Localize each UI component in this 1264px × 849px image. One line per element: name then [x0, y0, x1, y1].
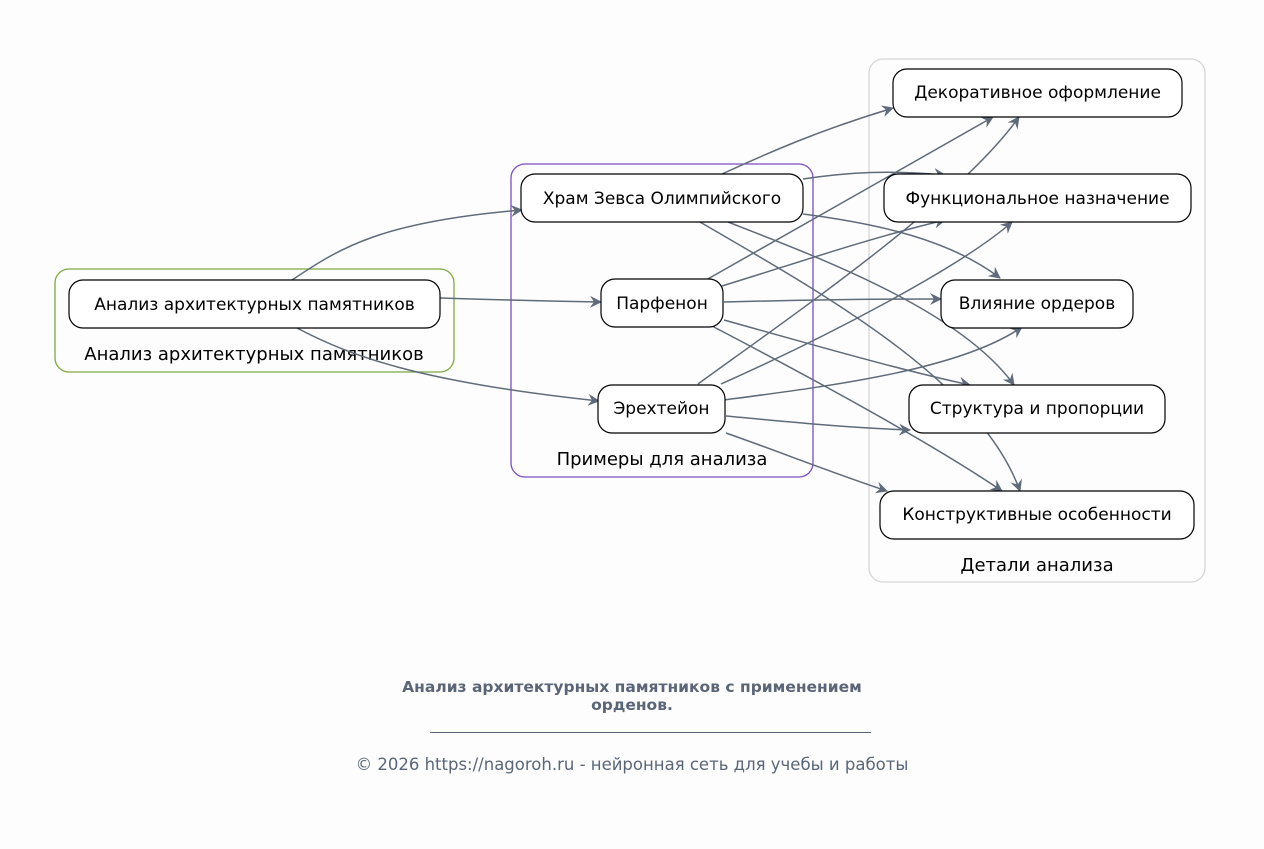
- cluster-details-label: Детали анализа: [960, 555, 1113, 576]
- node-orders[interactable]: Влияние ордеров: [940, 279, 1134, 329]
- edge-zeus-decor: [721, 105, 894, 175]
- edge-parthenon-construct: [711, 325, 1003, 492]
- edge-erechtheion-construct: [725, 432, 888, 494]
- node-decor-label: Декоративное оформление: [914, 83, 1161, 103]
- node-decor[interactable]: Декоративное оформление: [892, 68, 1183, 118]
- node-zeus[interactable]: Храм Зевса Олимпийского: [520, 173, 804, 223]
- node-construct[interactable]: Конструктивные особенности: [879, 490, 1195, 540]
- edge-erechtheion-function: [720, 221, 1013, 385]
- edge-root-zeus: [291, 204, 523, 281]
- node-construct-label: Конструктивные особенности: [902, 505, 1171, 525]
- node-function-label: Функциональное назначение: [905, 189, 1169, 209]
- edge-parthenon-function: [721, 216, 946, 287]
- edge-erechtheion-structure: [725, 415, 911, 436]
- edge-parthenon-orders: [723, 293, 942, 306]
- edge-root-parthenon: [439, 295, 602, 308]
- footer-title-text: Анализ архитектурных памятников с примен…: [402, 678, 862, 714]
- edge-erechtheion-decor: [697, 116, 1020, 385]
- node-parthenon-label: Парфенон: [616, 294, 708, 314]
- node-zeus-label: Храм Зевса Олимпийского: [543, 189, 781, 209]
- edge-zeus-construct: [699, 221, 1022, 492]
- footer-copyright: © 2026 https://nagoroh.ru - нейронная се…: [355, 755, 909, 774]
- footer-divider: [430, 732, 871, 733]
- edge-zeus-structure: [727, 221, 1015, 386]
- edge-parthenon-structure: [723, 319, 971, 389]
- cluster-details: Детали анализа: [868, 58, 1206, 583]
- cluster-examples: Примеры для анализа: [510, 163, 814, 478]
- edge-root-erechtheion: [296, 327, 600, 406]
- edge-erechtheion-orders: [723, 326, 1023, 401]
- cluster-root: Анализ архитектурных памятников: [54, 268, 455, 373]
- edge-zeus-orders: [802, 213, 1001, 279]
- footer-title: Анализ архитектурных памятников с примен…: [0, 678, 1264, 714]
- edge-parthenon-decor: [705, 116, 994, 281]
- node-erechtheion-label: Эрехтейон: [613, 399, 709, 419]
- cluster-root-label: Анализ архитектурных памятников: [84, 344, 423, 365]
- node-structure[interactable]: Структура и пропорции: [908, 384, 1166, 434]
- node-function[interactable]: Функциональное назначение: [883, 173, 1192, 223]
- node-orders-label: Влияние ордеров: [959, 294, 1115, 314]
- node-parthenon[interactable]: Парфенон: [600, 278, 724, 328]
- cluster-examples-label: Примеры для анализа: [557, 449, 768, 470]
- node-erechtheion[interactable]: Эрехтейон: [597, 384, 726, 434]
- node-root[interactable]: Анализ архитектурных памятников: [68, 279, 441, 329]
- node-root-label: Анализ архитектурных памятников: [94, 295, 415, 315]
- node-structure-label: Структура и пропорции: [930, 399, 1144, 419]
